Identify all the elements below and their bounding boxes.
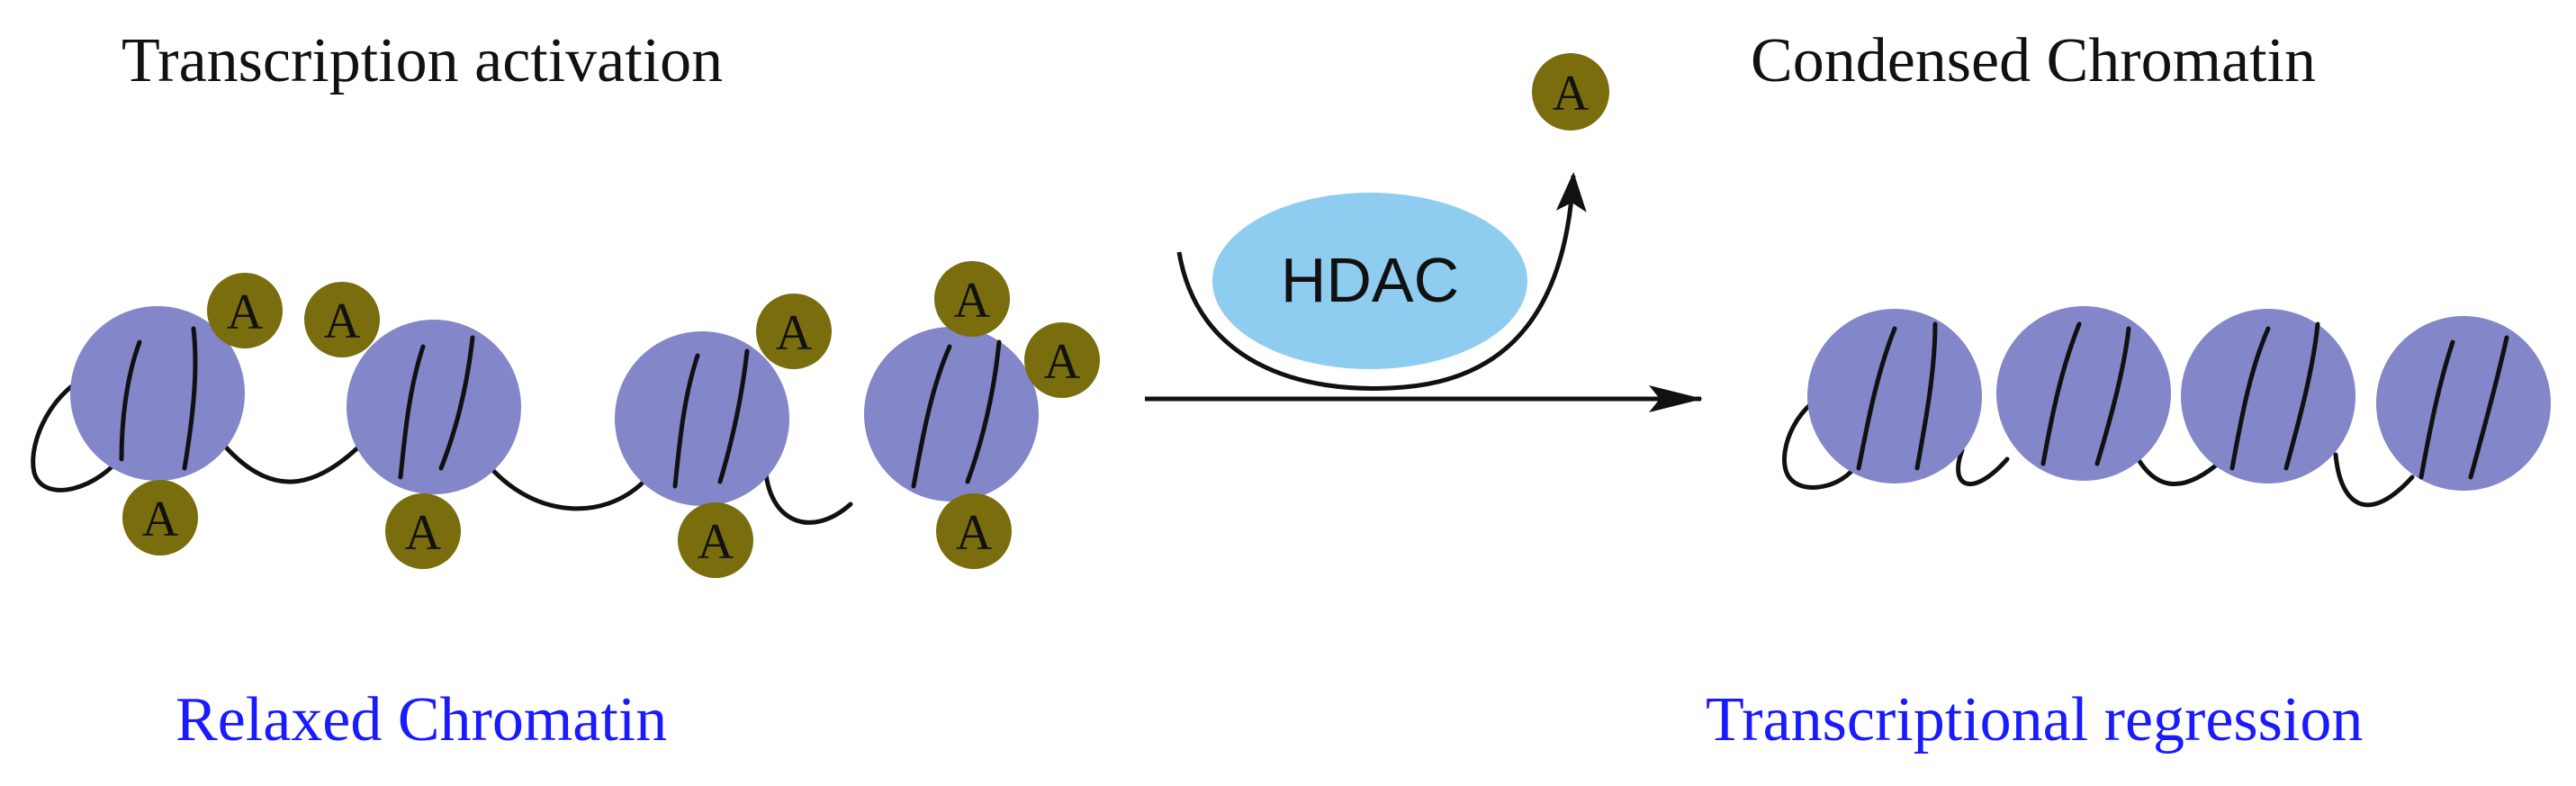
dna-wrap <box>2229 326 2271 471</box>
left-title: Transcription activation <box>122 26 723 95</box>
acetyl-letter: A <box>142 492 179 547</box>
nucleosome <box>2376 316 2551 491</box>
dna-wrap <box>2094 326 2131 466</box>
condensed-chromatin <box>1782 306 2551 508</box>
acetyl-circle <box>304 282 380 357</box>
dna-wrap <box>1856 326 1897 471</box>
hdac-reaction: HDAC A <box>1145 53 1703 412</box>
histone-core <box>615 331 789 506</box>
histone-core <box>70 306 245 481</box>
acetyl-circle <box>936 493 1012 569</box>
histone-core <box>2181 309 2355 483</box>
linker-dna <box>2333 452 2415 508</box>
left-caption: Relaxed Chromatin <box>176 685 667 754</box>
acetyl-letter: A <box>776 305 813 361</box>
nucleosome <box>70 306 245 481</box>
acetyl-circle <box>1532 53 1609 131</box>
acetyl-letter: A <box>405 505 442 561</box>
relaxed-chromatin: A A A A A A A A <box>31 261 1100 578</box>
acetyl-group: A <box>1024 322 1100 398</box>
dna-wrap <box>119 339 142 462</box>
nucleosome <box>1807 309 1982 483</box>
right-title: Condensed Chromatin <box>1751 26 2316 95</box>
dna-wrap <box>2418 339 2455 480</box>
nucleosome <box>1996 306 2171 481</box>
hdac-label: HDAC <box>1281 245 1459 315</box>
linker-dna <box>218 438 367 484</box>
acetyl-circle <box>207 273 283 348</box>
acetyl-letter: A <box>227 285 264 340</box>
histone-core <box>2376 316 2551 491</box>
acetyl-group: A <box>934 261 1010 337</box>
linker-dna <box>2130 447 2226 486</box>
dna-wrap <box>438 335 475 471</box>
acetyl-letter: A <box>698 514 734 570</box>
dna-wrap <box>965 339 1002 484</box>
linker-dna <box>31 371 129 492</box>
histone-core <box>1807 309 1982 483</box>
released-acetyl-group: A <box>1532 53 1609 131</box>
dna-wrap <box>2468 335 2509 480</box>
acetyl-letter: A <box>324 294 361 349</box>
acetyl-group: A <box>936 493 1012 569</box>
acetyl-letter: A <box>956 505 993 561</box>
acetyl-group: A <box>678 502 753 578</box>
histone-core <box>1996 306 2171 481</box>
acetyl-circle <box>934 261 1010 337</box>
acetyl-circle <box>385 493 461 569</box>
acetyl-group: A <box>385 493 461 569</box>
acetyl-circle <box>678 502 753 578</box>
dna-wrap <box>398 344 426 480</box>
dna-wrap <box>672 353 700 489</box>
nucleosome <box>2181 309 2355 483</box>
histone-core <box>347 320 521 494</box>
dna-wrap <box>911 344 952 489</box>
nucleosome <box>347 320 521 494</box>
hdac-enzyme <box>1212 193 1527 369</box>
acetyl-circle <box>122 480 198 556</box>
dna-wrap <box>2040 321 2082 466</box>
acetyl-group: A <box>207 273 283 348</box>
linker-dna <box>474 447 651 511</box>
linker-dna <box>762 456 853 525</box>
dna-wrap <box>1914 321 1938 471</box>
reaction-curve-arrow <box>1176 172 1587 391</box>
acetyl-letter: A <box>954 273 991 329</box>
acetyl-group: A <box>122 480 198 556</box>
acetyl-circle <box>1024 322 1100 398</box>
nucleosome <box>864 327 1039 501</box>
acetyl-letter: A <box>1553 66 1590 122</box>
acetyl-letter: A <box>1044 334 1081 390</box>
nucleosome <box>615 331 789 506</box>
acetyl-group: A <box>756 294 832 369</box>
histone-core <box>864 327 1039 501</box>
linker-dna <box>1956 447 2010 487</box>
acetyl-circle <box>756 294 832 369</box>
acetyl-group: A <box>304 282 380 357</box>
dna-wrap <box>2283 321 2320 471</box>
dna-wrap <box>717 348 750 484</box>
right-caption: Transcriptional regression <box>1706 685 2363 754</box>
dna-wrap <box>182 326 198 471</box>
